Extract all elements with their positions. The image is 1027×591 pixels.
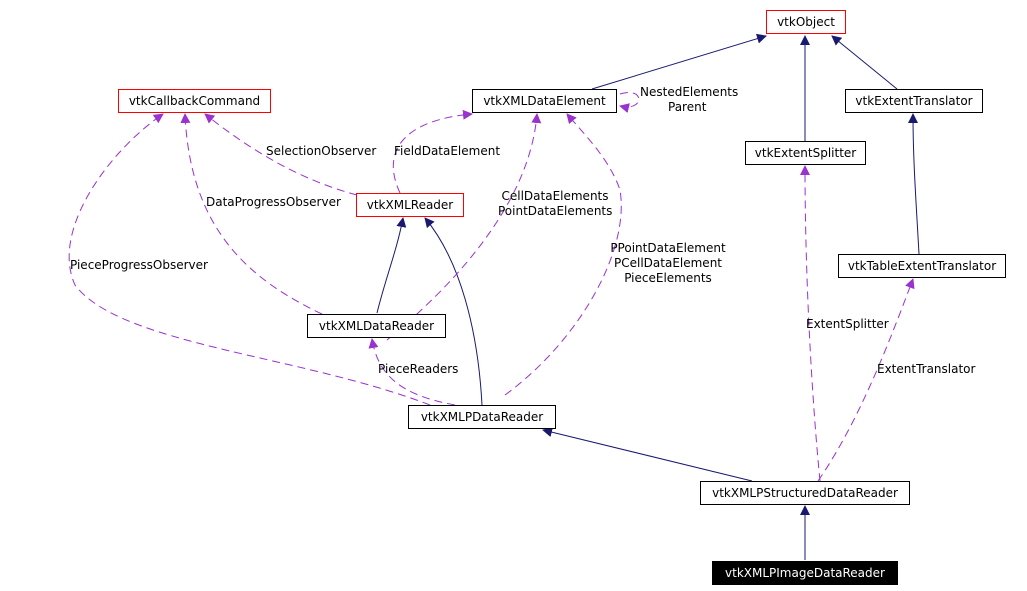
node-vtkxmlpstructureddatareader[interactable]: vtkXMLPStructuredDataReader xyxy=(700,481,910,505)
node-vtkcallbackcommand[interactable]: vtkCallbackCommand xyxy=(118,89,271,113)
label-cell-point-data-elements-line2: PointDataElements xyxy=(498,204,613,218)
label-extent-translator: ExtentTranslator xyxy=(877,362,975,377)
label-nested-elements-line2: Parent xyxy=(668,100,707,114)
label-piece-readers: PieceReaders xyxy=(378,362,458,377)
label-ppoint-pcell-piece: PPointDataElement PCellDataElement Piece… xyxy=(606,241,730,286)
edge-extenttranslator-to-vtkobject xyxy=(831,35,898,90)
label-extent-splitter-line1: ExtentSplitter xyxy=(806,317,889,331)
label-field-data-element: FieldDataElement xyxy=(394,144,500,159)
edge-selection-observer xyxy=(204,113,358,196)
edge-tableextenttranslator-to-extenttranslator xyxy=(908,113,920,255)
label-ppoint-pcell-piece-line2: PCellDataElement xyxy=(614,256,722,270)
node-vtkxmlreader[interactable]: vtkXMLReader xyxy=(356,193,464,217)
label-piece-progress-observer-line1: PieceProgressObserver xyxy=(70,258,208,272)
edge-pstructured-to-xmlpdatareader xyxy=(542,427,753,482)
edge-piece-progress-observer xyxy=(68,113,431,406)
node-vtkxmlpimagedatareader: vtkXMLPImageDataReader xyxy=(712,561,898,585)
edge-extent-translator xyxy=(817,278,915,482)
edge-extent-splitter xyxy=(800,165,821,482)
node-vtkobject[interactable]: vtkObject xyxy=(766,10,846,34)
label-selection-observer: SelectionObserver xyxy=(266,144,376,159)
edge-data-progress-observer xyxy=(180,113,323,315)
label-selection-observer-line1: SelectionObserver xyxy=(266,144,377,158)
label-nested-elements-line1: NestedElements xyxy=(640,85,739,99)
edge-field-data-element xyxy=(392,109,473,194)
label-data-progress-observer-line1: DataProgressObserver xyxy=(206,195,341,209)
edge-xmldatareader-to-xmlreader xyxy=(376,217,407,314)
label-cell-point-data-elements-line1: CellDataElements xyxy=(501,189,609,203)
edge-nested-elements xyxy=(619,92,640,113)
node-vtkxmldatareader[interactable]: vtkXMLDataReader xyxy=(307,314,446,338)
node-vtkextenttranslator[interactable]: vtkExtentTranslator xyxy=(845,89,983,113)
label-nested-elements: NestedElements Parent xyxy=(640,85,738,115)
label-extent-splitter: ExtentSplitter xyxy=(806,317,889,332)
edge-piece-readers xyxy=(368,338,456,406)
node-vtktableextenttranslator[interactable]: vtkTableExtentTranslator xyxy=(838,254,1006,278)
node-vtkxmldataelement[interactable]: vtkXMLDataElement xyxy=(472,89,617,113)
edge-ppoint-pcell-piece xyxy=(504,113,622,396)
label-piece-progress-observer: PieceProgressObserver xyxy=(70,258,208,273)
edge-xmlpdatareader-to-xmlreader xyxy=(424,217,483,406)
label-ppoint-pcell-piece-line3: PieceElements xyxy=(624,271,712,285)
label-cell-point-data-elements: CellDataElements PointDataElements xyxy=(498,189,612,219)
edge-cell-point-data-elements xyxy=(386,113,542,341)
edge-xmldataelement-to-vtkobject xyxy=(591,33,767,90)
node-vtkxmlpdatareader[interactable]: vtkXMLPDataReader xyxy=(408,405,556,429)
label-data-progress-observer: DataProgressObserver xyxy=(206,195,341,210)
node-vtkextentsplitter[interactable]: vtkExtentSplitter xyxy=(745,141,866,165)
label-field-data-element-line1: FieldDataElement xyxy=(394,144,501,158)
label-piece-readers-line1: PieceReaders xyxy=(378,362,459,376)
label-extent-translator-line1: ExtentTranslator xyxy=(877,362,976,376)
label-ppoint-pcell-piece-line1: PPointDataElement xyxy=(610,241,726,255)
